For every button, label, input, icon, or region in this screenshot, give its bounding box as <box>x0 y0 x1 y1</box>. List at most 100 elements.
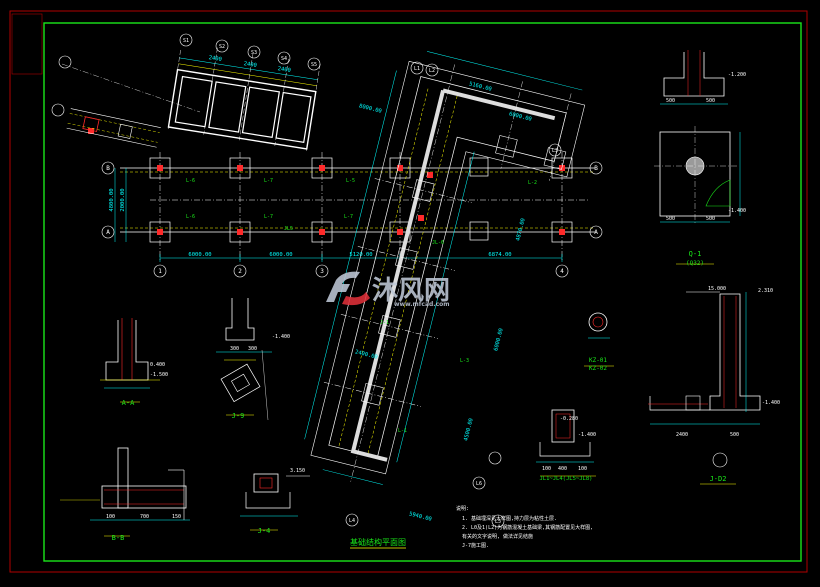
j4-dim-1: 3.150 <box>290 468 305 474</box>
q1-dim-4: 500 <box>706 216 715 222</box>
dim-side-2: 2000.00 <box>120 188 126 211</box>
dim-rot-1: 5160.00 <box>468 81 492 92</box>
dim-bottom-3: 5120.00 <box>349 252 372 258</box>
note-4: J-7施工图. <box>462 542 489 549</box>
jl-dim-5: 100 <box>578 466 587 472</box>
j2-dim-2: 15.000 <box>708 286 726 292</box>
dim-rot-5: 6000.00 <box>493 328 504 352</box>
axis-label-l3: L3 <box>552 148 558 154</box>
jl-dim-1: -0.280 <box>560 416 578 422</box>
axis-label-3: 3 <box>320 268 324 275</box>
note-2: 2. L0及1(L2)为钢筋混凝土基础梁,其钢筋配置见大样图, <box>462 524 593 531</box>
j2-dim-4: 2400 <box>676 432 688 438</box>
note-3: 有关的文字说明, 做法详见结施 <box>462 533 533 540</box>
j9-dim-3: -1.400 <box>272 334 290 340</box>
detail-title-kz: KZ-01 <box>589 357 607 364</box>
beam-label-l5: L-5 <box>346 178 355 184</box>
j2-dim-1: 2.310 <box>758 288 773 294</box>
beam-label-l7a: L-7 <box>264 178 273 184</box>
watermark: 沐风网 www.mfcad.com <box>326 271 450 308</box>
axis-label-s2: S2 <box>219 44 225 50</box>
q1-dim-3: 500 <box>666 216 675 222</box>
watermark-url: www.mfcad.com <box>394 301 450 308</box>
dim-rot-3: 6000.00 <box>508 111 532 122</box>
beam-label-l7b: L-7 <box>264 214 273 220</box>
q1-dim-5: -1.200 <box>728 72 746 78</box>
bb-dim-3: 150 <box>172 514 181 520</box>
detail-kz <box>584 312 614 367</box>
beam-label-l6: L-6 <box>186 178 195 184</box>
beam-label-l7c: L-7 <box>344 214 353 220</box>
detail-title-kz2: KZ-02 <box>589 365 607 372</box>
detail-title-jl-set: JL1~JL4(JL5~JL8) <box>540 476 593 482</box>
detail-b-b <box>60 447 190 537</box>
detail-title-q-1: Q-1 <box>689 250 702 258</box>
dim-top-3: 2400 <box>277 66 291 74</box>
dim-rot-8: 5940.00 <box>408 511 432 522</box>
beam-label-l6b: L-6 <box>186 214 195 220</box>
axis-label-4: 4 <box>560 268 564 275</box>
detail-q-1 <box>654 50 741 265</box>
detail-title-b-b: B-B <box>112 534 125 542</box>
dim-top-2: 2400 <box>243 61 257 69</box>
detail-jl <box>536 409 596 477</box>
j2-dim-3: -1.400 <box>762 400 780 406</box>
dim-rot-7: 2400.00 <box>354 349 378 360</box>
detail-title-j-9: J-9 <box>232 412 245 420</box>
dim-rot-2: 8000.00 <box>358 103 382 114</box>
axis-label-1: 1 <box>158 268 162 275</box>
beam-label-l2: L-2 <box>528 180 537 186</box>
axis-label-l2: L2 <box>429 68 435 74</box>
detail-j-d2 <box>648 291 761 485</box>
axis-label-2: 2 <box>238 268 242 275</box>
binding-strip <box>11 13 43 75</box>
inner-frame <box>43 22 802 562</box>
dim-bottom-4: 6874.00 <box>488 252 511 258</box>
outer-frame <box>9 10 808 573</box>
dim-rot-6: 4500.00 <box>463 418 474 442</box>
beam-label-jl5: JL5 <box>284 226 293 232</box>
axis-label-s5: S5 <box>311 62 317 68</box>
bb-dim-1: 100 <box>106 514 115 520</box>
detail-title-j-d2: J-D2 <box>710 475 727 483</box>
axis-label-s3: S3 <box>251 50 257 56</box>
q1-dim-6: -1.400 <box>728 208 746 214</box>
detail-title-a-a: A-A <box>122 399 135 407</box>
axis-label-l6: L6 <box>476 481 482 487</box>
beam-label-jl6: JL-6 <box>432 240 444 246</box>
axis-label-b-left: A <box>106 229 110 236</box>
detail-title-j-4: J-4 <box>258 527 271 535</box>
dim-side-1: 4800.00 <box>109 188 115 211</box>
axis-label-l5: L5 <box>495 519 501 525</box>
note-1: 1. 基础埋深见大样图,持力层为粘性土层. <box>462 515 557 522</box>
watermark-logo-accent <box>342 292 370 306</box>
detail-title-q-1-sub: (Q32) <box>686 260 704 267</box>
drawing-title: 基础结构平面图 <box>350 537 406 547</box>
dim-top-1: 2400 <box>208 55 222 63</box>
foundation-plan <box>51 33 603 528</box>
jl-dim-2: -1.400 <box>578 432 596 438</box>
axis-label-l1: L1 <box>414 66 420 72</box>
detail-j-4 <box>240 473 310 531</box>
jl-dim-3: 100 <box>542 466 551 472</box>
axis-label-b-right: B <box>594 165 598 172</box>
dim-bottom-1: 6000.00 <box>188 252 211 258</box>
j9-dim-1: 300 <box>230 346 239 352</box>
aa-dim-2: -1.500 <box>150 372 168 378</box>
q1-dim-2: 500 <box>706 98 715 104</box>
jl-dim-4: 400 <box>558 466 567 472</box>
axis-label-a-left: B <box>106 165 110 172</box>
notes-heading: 说明: <box>456 505 469 512</box>
detail-a-a <box>100 318 160 403</box>
bb-dim-2: 700 <box>140 514 149 520</box>
dim-rot-4: 4870.00 <box>515 218 526 242</box>
axis-label-s1: S1 <box>183 38 189 44</box>
beam-label-l1: L-1 <box>398 428 407 434</box>
j9-dim-2: 300 <box>248 346 257 352</box>
j2-dim-5: 500 <box>730 432 739 438</box>
beam-label-l3: L-3 <box>460 358 469 364</box>
watermark-brand: 沐风网 <box>372 276 450 306</box>
axis-label-s4: S4 <box>281 56 287 62</box>
